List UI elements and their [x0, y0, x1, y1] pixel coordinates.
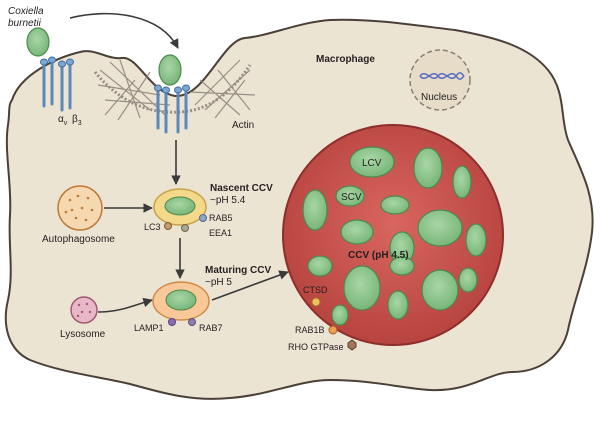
ccv-title: CCV (pH 4.5) [348, 250, 409, 261]
scv-label: SCV [341, 192, 362, 203]
rab7-label: RAB7 [199, 323, 223, 333]
integrin-receptors-free [42, 58, 72, 112]
rho-gtpase-label: RHO GTPase [288, 342, 344, 352]
nucleus [409, 49, 471, 111]
nascent-ccv-bacterium [164, 196, 196, 216]
autophagosome-label: Autophagosome [42, 234, 115, 245]
integrin-receptors-bound [156, 86, 188, 134]
receptor-heads-bound [154, 84, 190, 94]
bound-bacterium [158, 54, 182, 86]
ctsd-label: CTSD [303, 285, 328, 295]
organism-label-1: Coxiella [8, 6, 44, 17]
rab1b-marker [328, 325, 338, 335]
actin-mesh [93, 59, 256, 121]
lysosome-contents [76, 302, 92, 318]
organism-label-2: burnetii [8, 18, 42, 29]
rab5-label: RAB5 [209, 213, 233, 223]
rab7-marker [188, 318, 196, 326]
maturing-to-ccv-arrow [211, 270, 289, 301]
nucleus-label: Nucleus [421, 92, 457, 103]
actin-label: Actin [232, 120, 254, 131]
ccv-bacteria [302, 146, 487, 326]
integrin-beta-label: β3 [72, 114, 82, 127]
maturing-title: Maturing CCV [205, 265, 271, 276]
macrophage-label: Macrophage [316, 54, 375, 65]
eea1-marker [181, 224, 189, 232]
autophagosome [57, 185, 103, 231]
dna-icon [419, 72, 465, 80]
lamp1-marker [168, 318, 176, 326]
nascent-ph: ~pH 5.4 [210, 195, 246, 206]
nascent-title: Nascent CCV [210, 183, 273, 194]
integrin-alpha-label: αv [58, 114, 68, 127]
rab1b-label: RAB1B [295, 325, 325, 335]
eea1-label: EEA1 [209, 228, 232, 238]
lysosome-arrow [97, 297, 153, 313]
lcv-label: LCV [362, 158, 382, 169]
lc3-marker [164, 222, 172, 230]
lc3-label: LC3 [144, 222, 161, 232]
rab5-marker [199, 214, 207, 222]
uptake-arrow [69, 12, 179, 49]
receptor-heads-free [40, 56, 74, 68]
ctsd-marker [311, 297, 321, 307]
lamp1-label: LAMP1 [134, 323, 164, 333]
maturing-ccv-bacterium [165, 289, 197, 311]
lysosome [70, 296, 98, 324]
maturing-ph: ~pH 5 [205, 277, 232, 288]
autophagosome-cargo [64, 194, 94, 222]
lysosome-label: Lysosome [60, 329, 106, 340]
rho-gtpase-marker [347, 339, 357, 351]
free-bacterium [26, 27, 50, 57]
